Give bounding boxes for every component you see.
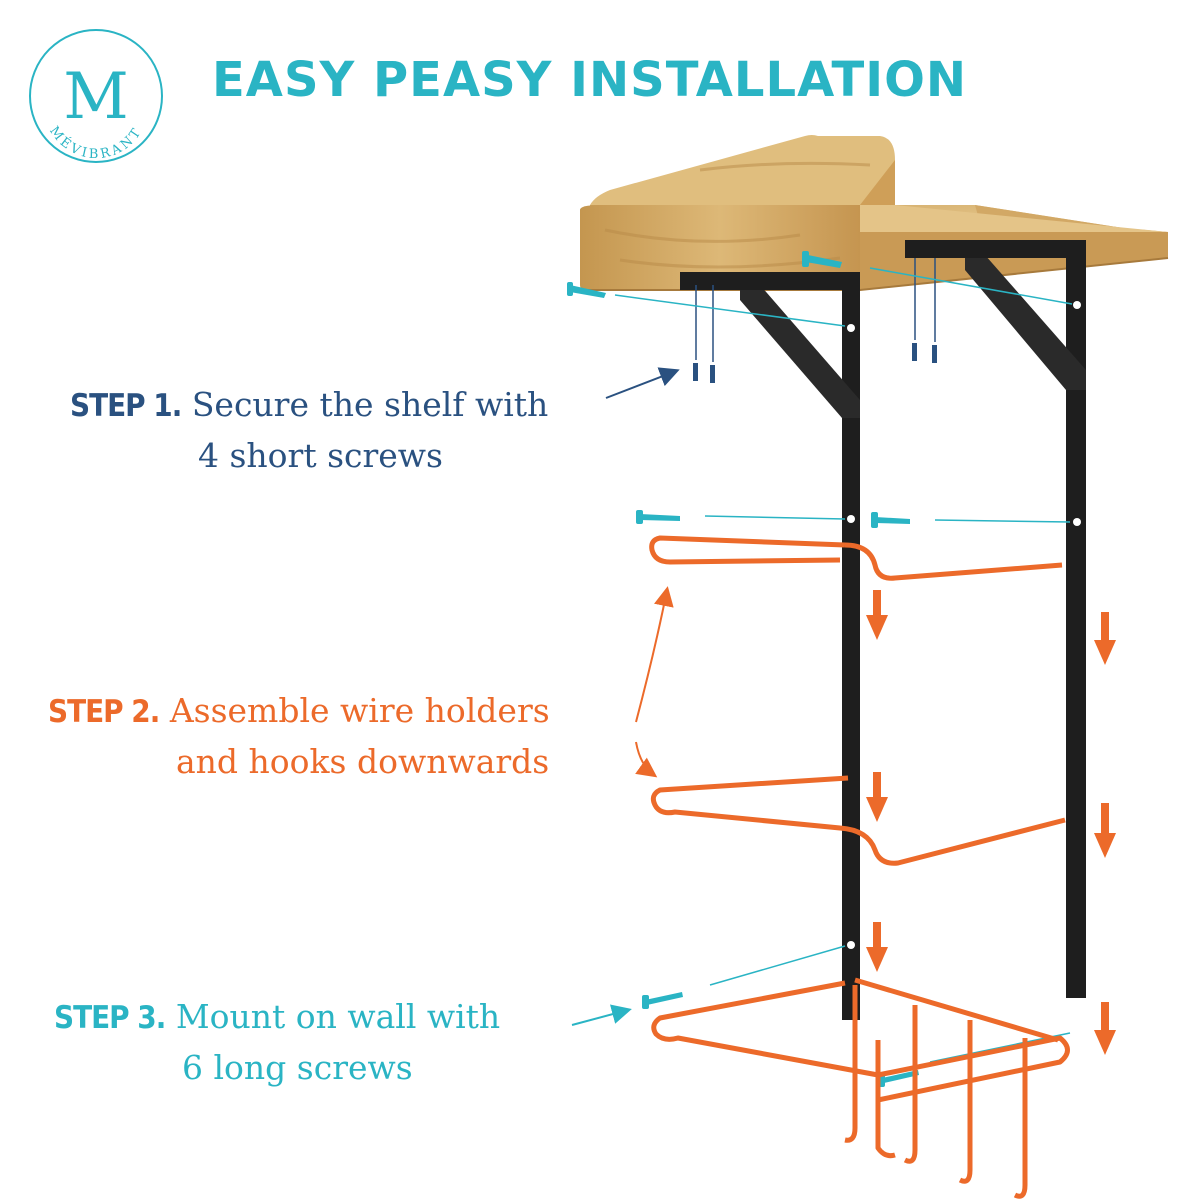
step-2: STEP 2. Assemble wire holders and hooks …: [48, 686, 550, 787]
step2-callout-arrow-up: [635, 586, 674, 723]
step2-callout-arrow-down: [635, 741, 658, 778]
page-title: EASY PEASY INSTALLATION: [212, 52, 968, 108]
right-bracket: [905, 240, 1086, 998]
step1-callout-arrow: [605, 367, 680, 399]
step-2-line-1: Assemble wire holders: [169, 691, 550, 730]
step3-callout-arrow: [571, 1004, 632, 1026]
step-1-line-1: Secure the shelf with: [191, 385, 549, 424]
mounting-holes: [847, 301, 1081, 1036]
step-3: STEP 3. Mount on wall with 6 long screws: [54, 992, 500, 1093]
wire-holder-middle: [650, 775, 1066, 866]
short-screws: [693, 343, 937, 383]
left-bracket: [680, 272, 860, 1020]
step-3-line-1: Mount on wall with: [175, 997, 501, 1036]
step-1: STEP 1. Secure the shelf with 4 short sc…: [70, 380, 548, 481]
step-2-label: STEP 2.: [48, 694, 160, 730]
step-1-label: STEP 1.: [70, 388, 182, 424]
step-3-label: STEP 3.: [54, 1000, 166, 1036]
step-2-line-2: and hooks downwards: [176, 742, 550, 781]
short-screw-guides: [695, 258, 936, 362]
wooden-shelf: [580, 135, 1169, 291]
wire-holder-top: [649, 535, 1063, 581]
step-1-line-2: 4 short screws: [198, 436, 443, 475]
step-3-line-2: 6 long screws: [182, 1048, 413, 1087]
brand-logo: M MÉVIBRANT: [29, 29, 163, 163]
wire-basket-bottom: [651, 977, 1070, 1199]
long-screw-heads: [567, 251, 919, 1087]
brand-monogram: M: [63, 60, 129, 134]
down-arrows: [866, 590, 1116, 1055]
